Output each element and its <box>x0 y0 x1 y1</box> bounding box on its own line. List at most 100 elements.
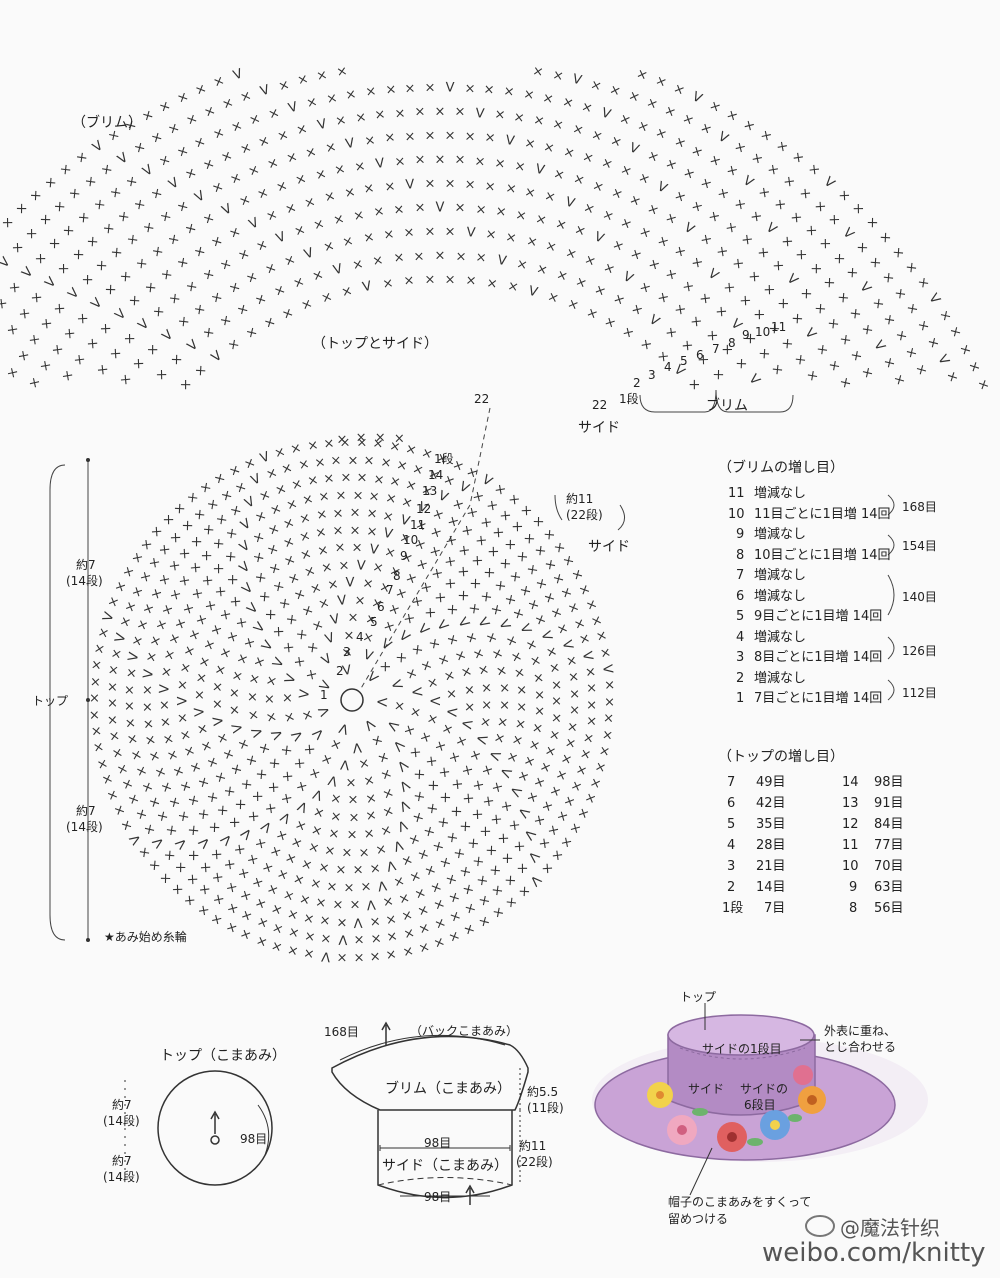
stitch-symbol: × <box>477 681 494 694</box>
illus-note1b: とじ合わせる <box>824 1040 897 1054</box>
brim-row-6: 6 <box>696 348 704 362</box>
top-diagram-a1: 約7 <box>112 1098 132 1112</box>
stitch-symbol: × <box>494 204 508 221</box>
stitch-symbol: × <box>345 774 357 790</box>
stitch-symbol: × <box>513 158 527 176</box>
stitch-symbol: × <box>368 859 381 877</box>
stitch-symbol: × <box>600 679 617 692</box>
stitch-symbol: × <box>139 701 156 713</box>
stitch-symbol: × <box>349 522 361 539</box>
brim-row-5: 5 <box>680 354 688 368</box>
stitch-symbol: V <box>368 541 380 558</box>
stitch-symbol: × <box>601 696 617 708</box>
top-row-count: 35目 <box>756 817 786 832</box>
stitch-symbol: × <box>483 130 497 147</box>
top-diagram-a2b: (14段) <box>103 1170 140 1184</box>
stitch-symbol: × <box>351 861 364 878</box>
stitch-symbol: × <box>364 807 378 824</box>
stitch-symbol: V <box>373 696 390 707</box>
stitch-symbol: × <box>330 453 343 469</box>
stitch-symbol: × <box>478 699 495 711</box>
stitch-symbol: × <box>306 473 320 490</box>
hat-brim-rows: (11段) <box>527 1101 564 1115</box>
stitch-symbol: × <box>371 252 385 270</box>
stitch-symbol: × <box>106 664 123 677</box>
stitch-symbol: × <box>336 432 348 448</box>
stitch-symbol: × <box>122 683 138 696</box>
center-row-7: 7 <box>386 583 394 597</box>
stitch-symbol: V <box>336 593 347 609</box>
top-row-number: 3 <box>727 859 736 874</box>
stitch-symbol: × <box>157 699 173 711</box>
stitch-symbol: × <box>315 507 329 524</box>
stitch-symbol: × <box>566 688 582 700</box>
stitch-symbol: × <box>424 128 436 144</box>
stitch-symbol: × <box>393 431 405 447</box>
stitch-symbol: × <box>322 436 336 452</box>
stitch-symbol: × <box>323 471 336 488</box>
stitch-symbol: × <box>583 699 600 711</box>
brim-row-4: 4 <box>664 360 672 374</box>
hat-brim-label: ブリム（こまあみ） <box>385 1081 511 1097</box>
stitch-symbol: × <box>327 825 341 842</box>
stitch-symbol: × <box>454 248 467 265</box>
stitch-symbol: × <box>316 542 330 560</box>
stitch-symbol: × <box>564 720 581 734</box>
stitch-symbol: × <box>347 610 359 626</box>
stitch-symbol: × <box>347 791 359 808</box>
stitch-symbol: × <box>548 695 565 707</box>
watermark-handle: @魔法针织 <box>840 1216 940 1240</box>
stitch-symbol: × <box>494 715 511 729</box>
stitch-symbol: × <box>362 825 376 842</box>
stitch-symbol: × <box>444 272 457 288</box>
center-row-1: 1 <box>320 688 328 702</box>
stitch-symbol: × <box>434 248 446 264</box>
stitch-symbol: × <box>444 128 456 144</box>
stitch-symbol: V <box>345 575 355 591</box>
top-row-number: 12 <box>842 817 859 832</box>
illus-side-row6a: サイドの <box>740 1082 789 1096</box>
stitch-symbol: × <box>341 844 353 860</box>
stitch-symbol: × <box>407 704 424 719</box>
brim-row-2: 2 <box>633 376 641 390</box>
stitch-symbol: × <box>525 737 543 752</box>
stitch-symbol: × <box>393 201 406 218</box>
center-row-10: 10 <box>403 533 419 547</box>
stitch-symbol: × <box>522 135 537 153</box>
stitch-symbol: × <box>444 224 456 240</box>
stitch-symbol: × <box>474 153 487 170</box>
stitch-symbol: × <box>313 454 327 471</box>
center-row-9: 9 <box>400 549 408 563</box>
stitch-symbol: × <box>545 661 563 675</box>
stitch-symbol: × <box>333 540 346 557</box>
stitch-symbol: × <box>363 453 376 469</box>
stitch-symbol: × <box>352 949 365 965</box>
brim-row-text: 9目ごとに1目増 14回 <box>754 609 883 624</box>
stitch-symbol: × <box>244 691 261 703</box>
hat-side-height: 約11 <box>519 1139 547 1153</box>
stitch-symbol: × <box>564 671 581 684</box>
brim-row-number: 2 <box>736 670 745 686</box>
brim-rows-label: ブリム <box>706 398 748 414</box>
stitch-symbol: × <box>598 728 615 741</box>
brim-total-154: 154目 <box>902 539 937 553</box>
stitch-symbol: × <box>227 704 244 717</box>
stitch-symbol: × <box>394 105 407 122</box>
stitch-symbol: × <box>390 699 407 712</box>
stitch-symbol: × <box>326 576 340 593</box>
stitch-symbol: × <box>308 874 323 892</box>
top-row-number: 5 <box>727 817 736 832</box>
illus-top-label: トップ <box>680 990 717 1004</box>
center-row-4: 4 <box>356 630 364 644</box>
top-row-number: 1段 <box>722 901 744 916</box>
stitch-symbol: V <box>351 738 363 755</box>
stitch-symbol: V <box>504 132 516 149</box>
brim-row-number: 3 <box>736 650 745 665</box>
illus-side-label: サイド <box>688 1082 725 1096</box>
stitch-symbol: × <box>347 452 359 469</box>
top-row-count: 42目 <box>756 796 786 811</box>
stitch-symbol: × <box>262 693 278 705</box>
stitch-symbol: × <box>331 523 344 540</box>
center-row-11: 11 <box>410 518 426 532</box>
top-row-count: 63目 <box>874 880 904 895</box>
